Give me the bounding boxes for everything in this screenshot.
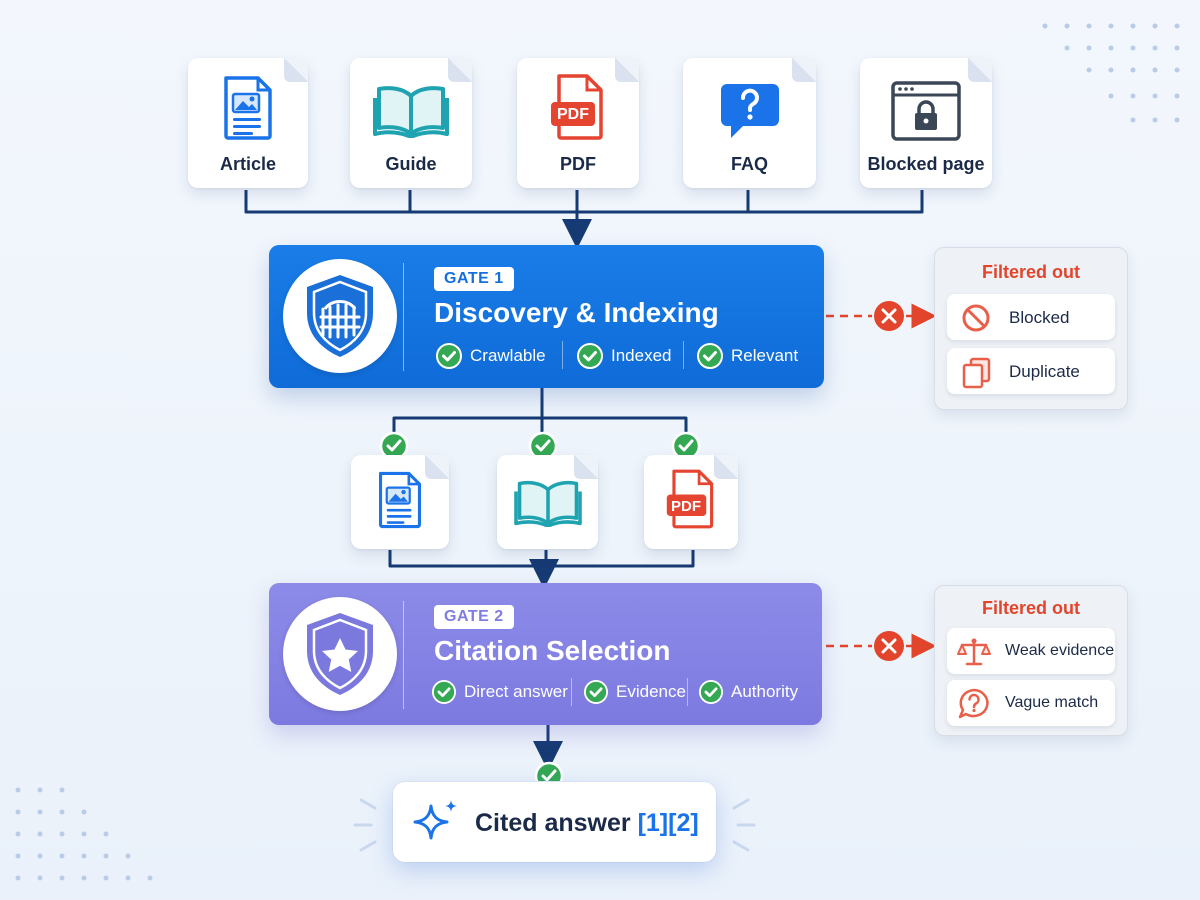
sparkle-icon: [411, 798, 461, 851]
check-icon: [699, 680, 723, 704]
pdf-badge-text: PDF: [671, 498, 701, 515]
filtered-title: Filtered out: [982, 598, 1080, 618]
gate-title: Citation Selection: [434, 635, 671, 666]
filtered-out-panel-1: Filtered out Blocked Duplicate: [934, 247, 1128, 410]
criterion-label: Indexed: [611, 346, 672, 365]
source-card-pdf: PDF PDF: [517, 58, 639, 188]
prohibited-icon: [961, 303, 991, 338]
answer-label: Cited answer: [475, 809, 638, 837]
criterion: Indexed: [577, 343, 672, 369]
filtered-label: Weak evidence: [1005, 642, 1115, 659]
source-label: Guide: [385, 154, 437, 174]
article-icon: [377, 471, 423, 534]
filtered-label: Blocked: [1009, 308, 1070, 327]
cited-answer-card: Cited answer [1][2]: [393, 782, 716, 862]
filtered-item-blocked: Blocked: [947, 294, 1115, 340]
passed-doc-pdf: PDF: [644, 455, 738, 549]
filtered-item-duplicate: Duplicate: [947, 348, 1115, 394]
citation-refs: [1][2]: [637, 809, 699, 837]
criterion: Relevant: [697, 343, 798, 369]
passed-doc-guide: [497, 455, 598, 549]
criterion-label: Relevant: [731, 346, 799, 365]
check-icon: [432, 680, 456, 704]
criterion: Crawlable: [436, 343, 546, 369]
shield-star-icon: [307, 613, 373, 695]
source-card-guide: Guide: [350, 58, 472, 188]
reject-icon: [874, 301, 904, 331]
criterion: Direct answer: [432, 680, 568, 704]
source-label: FAQ: [730, 154, 768, 174]
filtered-label: Duplicate: [1009, 362, 1080, 381]
passed-doc-article: [351, 455, 449, 549]
gate-badge: [283, 597, 397, 711]
gate-title: Discovery & Indexing: [434, 297, 719, 328]
source-card-blocked-page: Blocked page: [860, 58, 992, 188]
check-icon: [697, 343, 723, 369]
gate-2-card: GATE 2 Citation Selection Direct answer …: [269, 583, 822, 725]
source-label: Article: [219, 154, 277, 174]
criterion: Evidence: [584, 680, 686, 704]
book-icon: [373, 84, 449, 143]
check-icon: [577, 343, 603, 369]
question-bubble-icon: [957, 687, 991, 726]
pdf-icon: PDF: [665, 469, 717, 534]
filtered-title: Filtered out: [982, 262, 1080, 282]
book-icon: [513, 479, 582, 532]
criterion-label: Evidence: [616, 682, 686, 701]
source-card-faq: FAQ: [683, 58, 816, 188]
source-label: PDF: [560, 154, 596, 174]
scale-icon: [957, 637, 991, 672]
check-icon: [584, 680, 608, 704]
gate-1-card: GATE 1 Discovery & Indexing Crawlable In…: [269, 245, 824, 388]
filtered-item-vague-match: Vague match: [947, 680, 1115, 726]
source-label: Blocked page: [867, 154, 985, 174]
gate-tag: GATE 1: [434, 267, 514, 291]
criterion-label: Crawlable: [470, 346, 546, 365]
reject-icon: [874, 631, 904, 661]
shield-gate-icon: [307, 275, 373, 357]
filtered-item-weak-evidence: Weak evidence: [947, 628, 1115, 674]
criterion: Authority: [699, 680, 798, 704]
check-icon: [436, 343, 462, 369]
faq-icon: [719, 80, 781, 147]
filtered-label: Vague match: [1005, 694, 1099, 711]
criterion-label: Direct answer: [464, 682, 568, 701]
cited-answer-text: Cited answer [1][2]: [475, 809, 699, 838]
filtered-out-panel-2: Filtered out Weak evidence Vague match: [934, 585, 1128, 736]
criterion-label: Authority: [731, 682, 799, 701]
gate-tag: GATE 2: [434, 605, 514, 629]
pdf-icon: PDF: [549, 74, 607, 145]
locked-browser-icon: [890, 80, 962, 147]
gate-badge: [283, 259, 397, 373]
pdf-badge-text: PDF: [557, 106, 589, 123]
source-card-article: Article: [188, 58, 308, 188]
article-icon: [222, 76, 274, 145]
duplicate-icon: [961, 357, 993, 394]
